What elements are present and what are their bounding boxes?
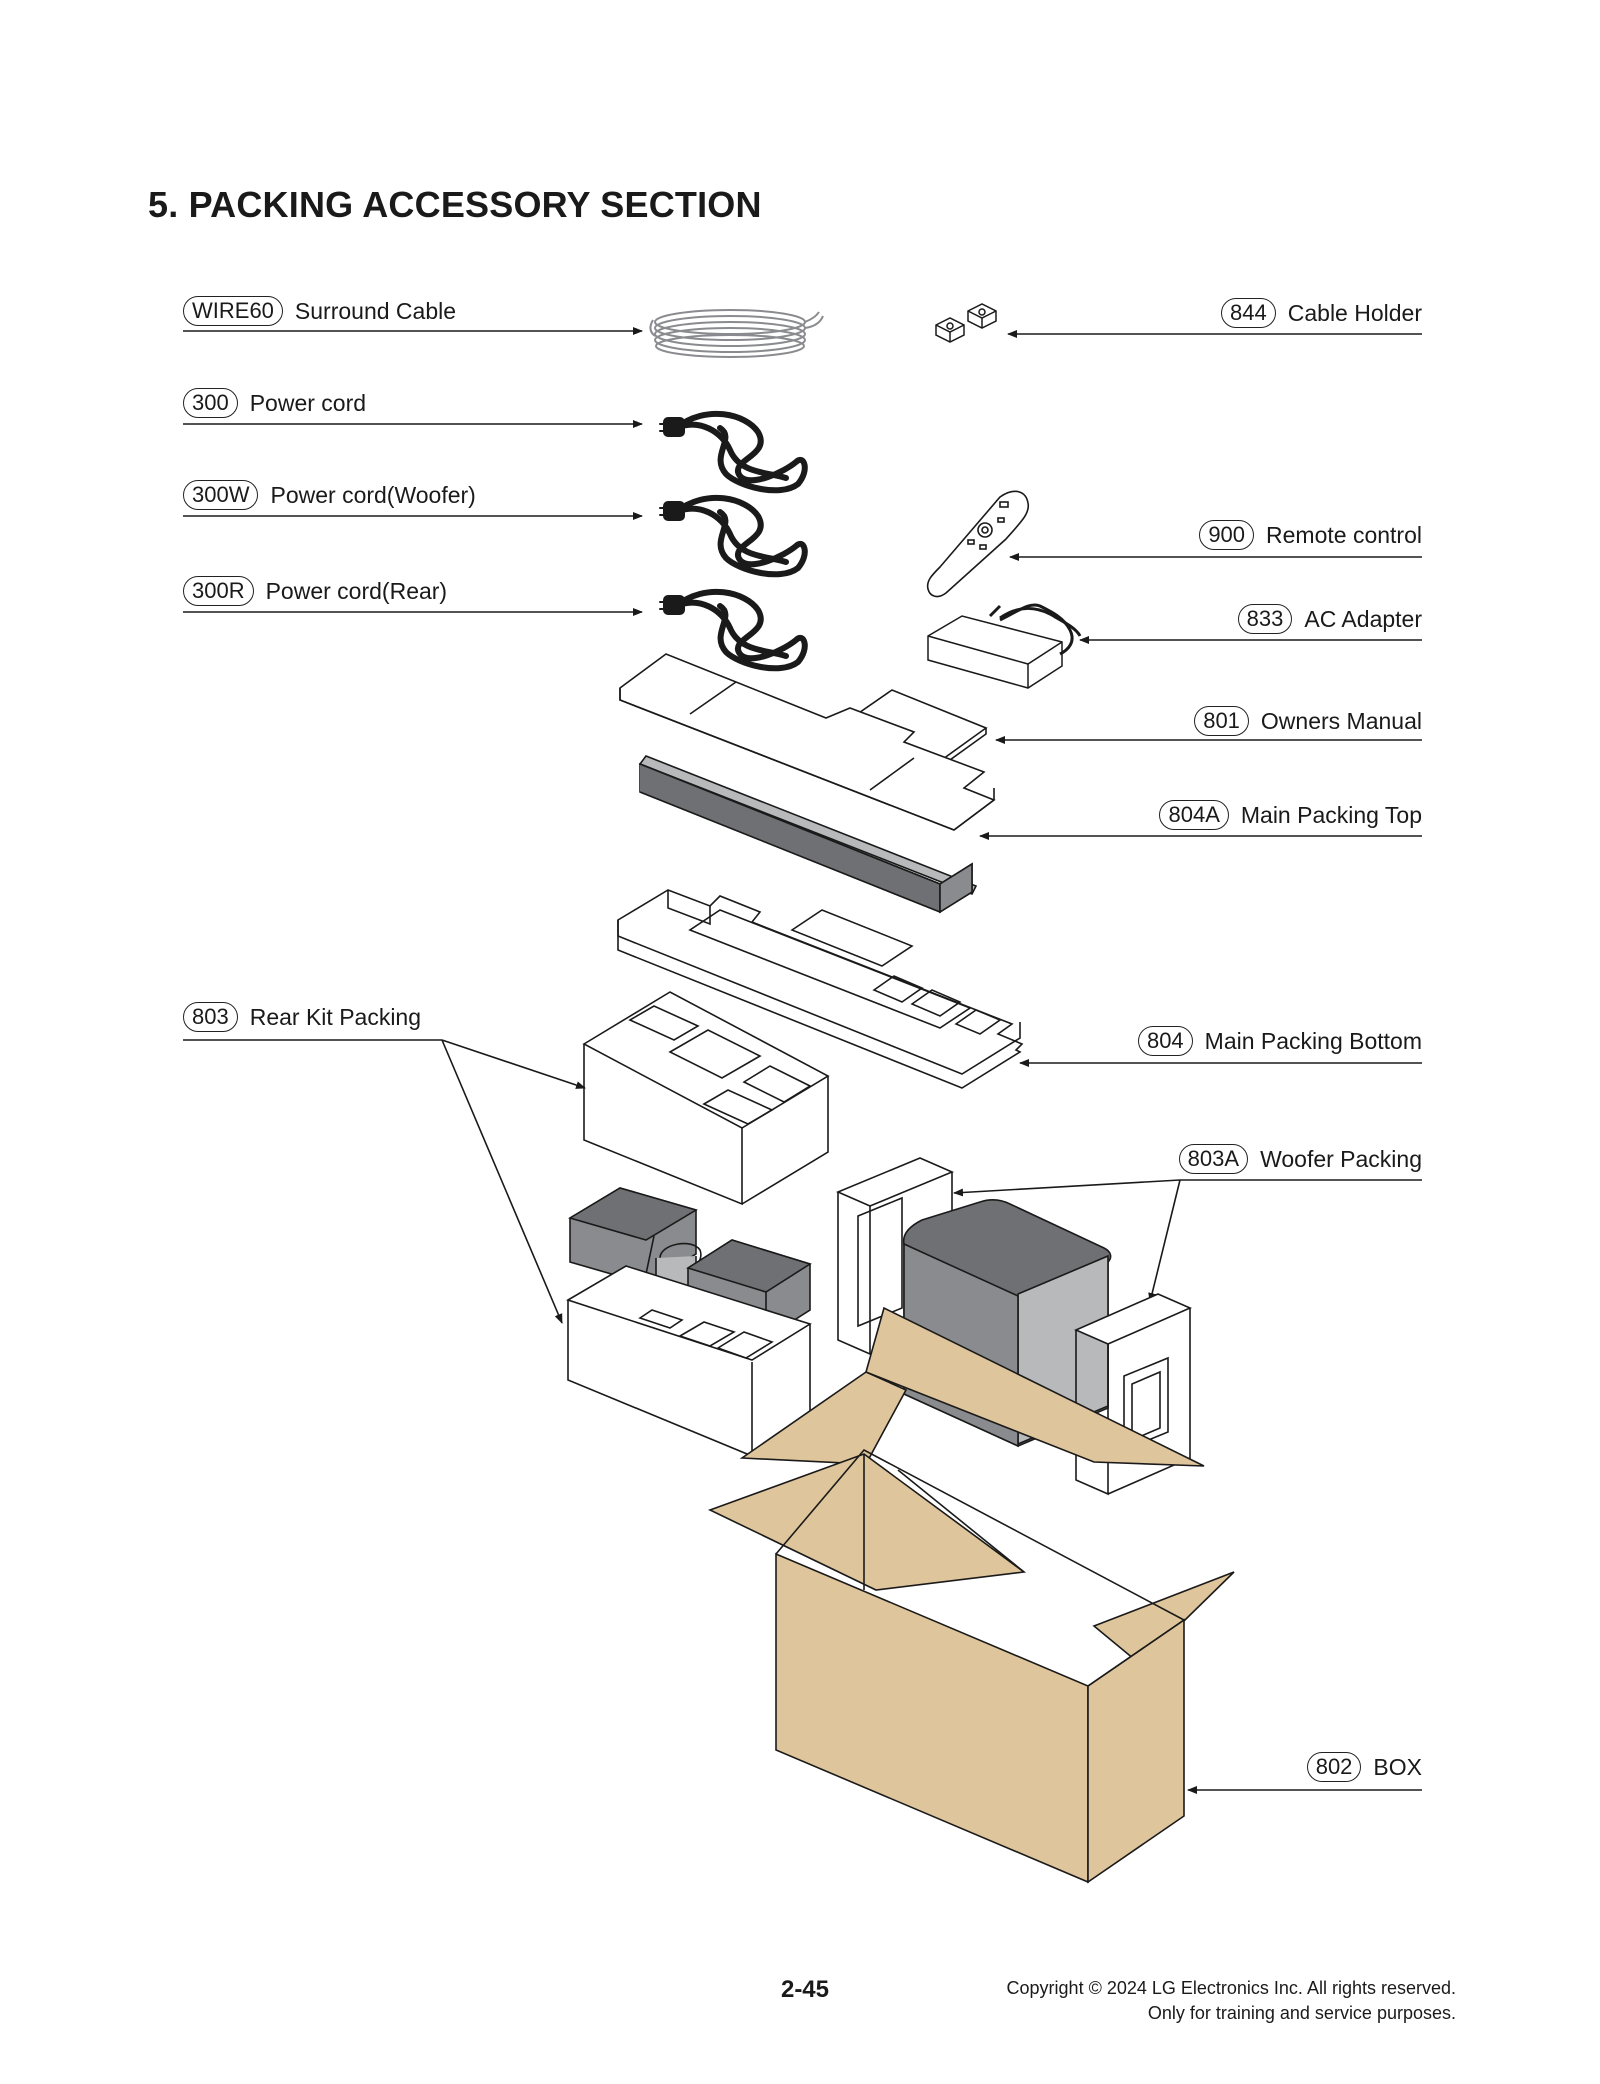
carton-box-illustration bbox=[707, 1306, 1235, 1884]
copyright-line: Copyright © 2024 LG Electronics Inc. All… bbox=[1006, 1978, 1456, 1998]
callout-label: Remote control bbox=[1266, 521, 1422, 548]
power-cord-woofer-illustration bbox=[659, 494, 808, 578]
callout-code: 804A bbox=[1159, 800, 1229, 830]
page-number: 2-45 bbox=[780, 1976, 830, 2003]
power-cord-illustration bbox=[659, 410, 808, 494]
callout-label: Power cord(Woofer) bbox=[270, 481, 476, 508]
callout-833: 833 AC Adapter bbox=[1237, 604, 1422, 634]
callout-code: 900 bbox=[1199, 520, 1255, 550]
callout-804a: 804A Main Packing Top bbox=[1159, 800, 1422, 830]
remote-control-illustration bbox=[926, 490, 1030, 598]
callout-804: 804 Main Packing Bottom bbox=[1137, 1026, 1422, 1056]
leader-803-a bbox=[441, 1039, 586, 1089]
ac-adapter-illustration bbox=[927, 603, 1082, 689]
callout-code: 844 bbox=[1221, 298, 1276, 328]
cable-holder-illustration bbox=[935, 303, 997, 343]
page-title: 5. PACKING ACCESSORY SECTION bbox=[148, 184, 762, 225]
callout-wire60: WIRE60 Surround Cable bbox=[183, 296, 456, 326]
callout-code: 804 bbox=[1137, 1026, 1193, 1056]
callout-300r: 300R Power cord(Rear) bbox=[183, 576, 447, 606]
callout-code: 803A bbox=[1178, 1144, 1249, 1174]
callout-844: 844 Cable Holder bbox=[1221, 298, 1422, 328]
callout-label: Surround Cable bbox=[294, 297, 457, 324]
callout-900: 900 Remote control bbox=[1199, 520, 1422, 550]
copyright-notice: Copyright © 2024 LG Electronics Inc. All… bbox=[1007, 1976, 1456, 2026]
callout-label: AC Adapter bbox=[1304, 605, 1422, 632]
rear-kit-packing-top-illustration bbox=[582, 991, 830, 1206]
leader-lines-left bbox=[183, 327, 643, 1324]
surround-cable-illustration bbox=[649, 309, 824, 358]
callout-code: 833 bbox=[1237, 604, 1293, 634]
soundbar-illustration bbox=[638, 755, 978, 914]
callout-label: Power cord(Rear) bbox=[265, 577, 448, 604]
rear-speakers-illustration bbox=[568, 1187, 812, 1339]
callout-label: Owners Manual bbox=[1260, 707, 1422, 734]
rear-kit-packing-bottom-illustration bbox=[566, 1265, 812, 1458]
callout-code: 300W bbox=[183, 480, 259, 510]
main-packing-bottom-illustration bbox=[617, 889, 1024, 1089]
callout-300w: 300W Power cord(Woofer) bbox=[183, 480, 476, 510]
callout-label: Main Packing Bottom bbox=[1204, 1027, 1422, 1054]
main-packing-top-illustration bbox=[619, 653, 996, 831]
callout-label: Power cord bbox=[249, 389, 367, 416]
callout-label: Cable Holder bbox=[1287, 299, 1422, 326]
copyright-line: Only for training and service purposes. bbox=[1147, 2003, 1456, 2023]
callout-label: Main Packing Top bbox=[1240, 801, 1422, 828]
callout-code: 802 bbox=[1306, 1752, 1362, 1782]
callout-801: 801 Owners Manual bbox=[1194, 706, 1422, 736]
callout-label: BOX bbox=[1373, 1753, 1422, 1780]
callout-code: 300R bbox=[183, 576, 254, 606]
callout-code: 300 bbox=[183, 388, 238, 418]
callout-803: 803 Rear Kit Packing bbox=[183, 1002, 421, 1032]
callout-code: 801 bbox=[1194, 706, 1249, 736]
callout-label: Rear Kit Packing bbox=[249, 1003, 422, 1030]
power-cord-rear-illustration bbox=[659, 588, 808, 672]
callout-802: 802 BOX bbox=[1306, 1752, 1422, 1782]
callout-300: 300 Power cord bbox=[183, 388, 366, 418]
callout-code: WIRE60 bbox=[183, 296, 283, 326]
callout-label: Woofer Packing bbox=[1260, 1145, 1422, 1172]
leader-803-b bbox=[441, 1039, 563, 1324]
leader-lines-right bbox=[953, 330, 1422, 1794]
leader-803a-a bbox=[953, 1179, 1181, 1197]
callout-code: 803 bbox=[183, 1002, 238, 1032]
callout-803a: 803A Woofer Packing bbox=[1178, 1144, 1422, 1174]
leader-803a-b bbox=[1148, 1179, 1181, 1303]
